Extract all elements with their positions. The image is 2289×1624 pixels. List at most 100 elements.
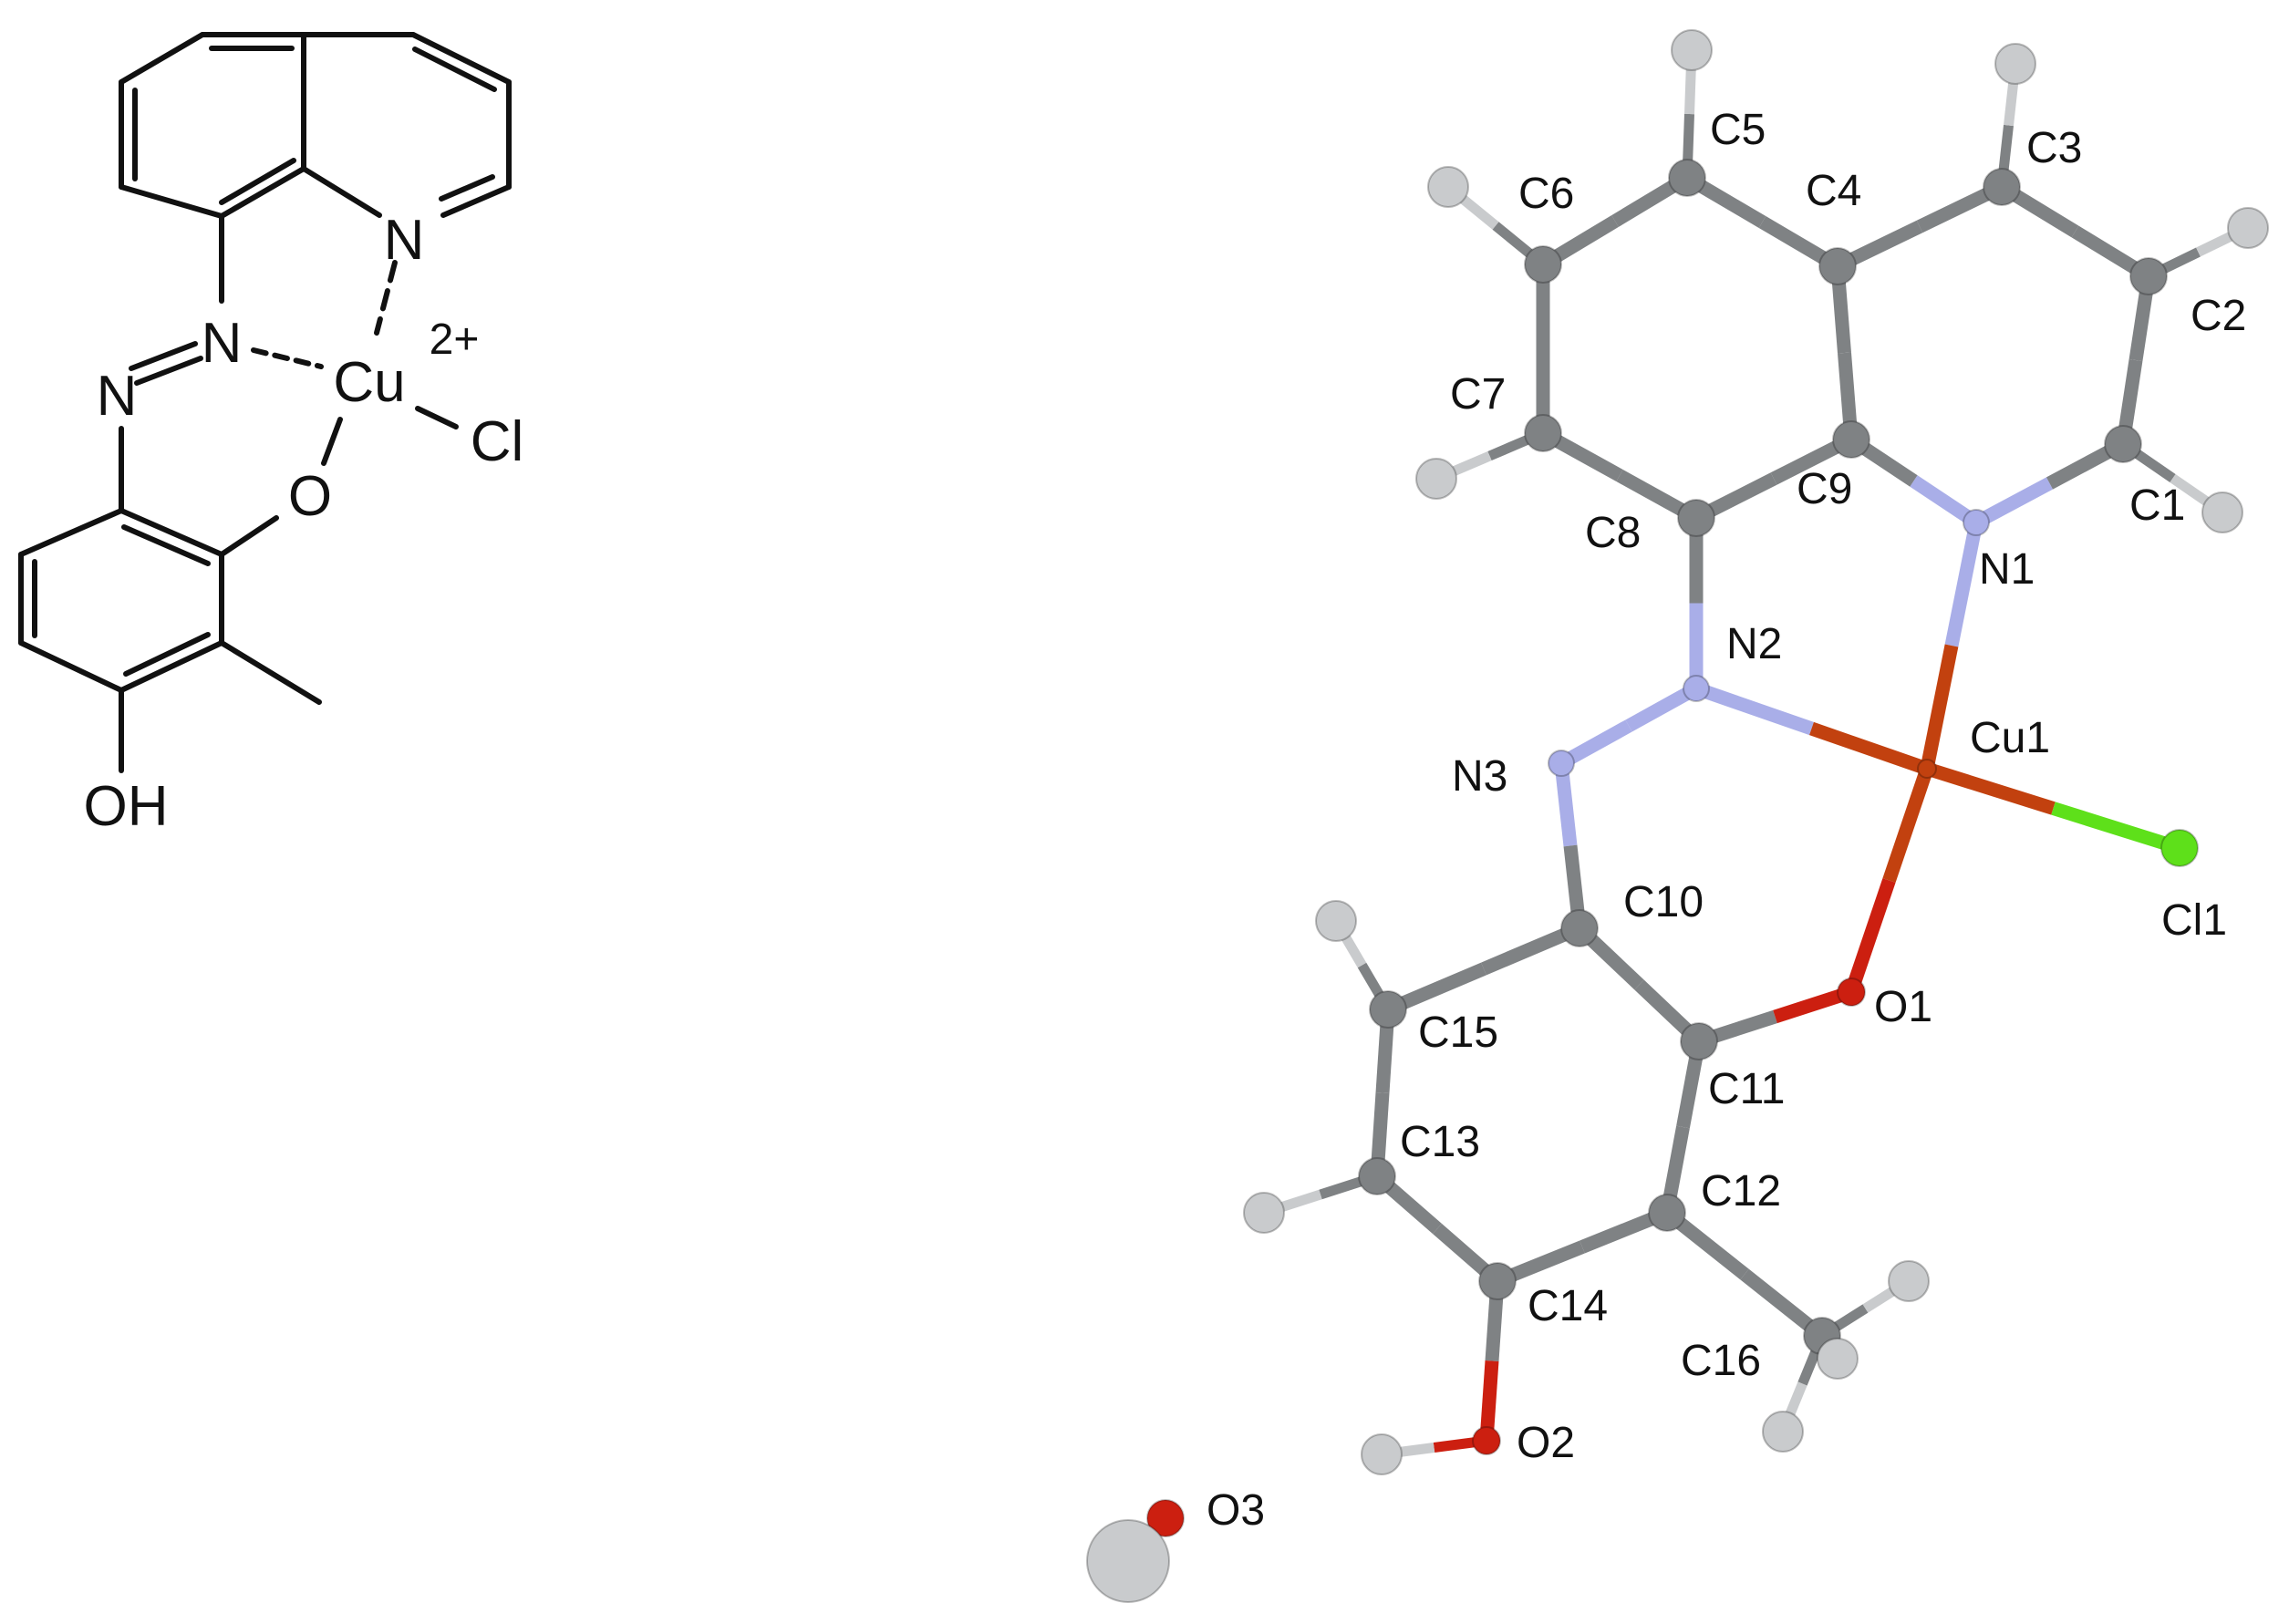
skel-label-o: O (288, 465, 332, 528)
skel-bond (134, 356, 203, 386)
skel-bond (18, 508, 124, 557)
label-c2: C2 (2191, 292, 2246, 340)
skel-double-bond (412, 47, 497, 92)
atom-n1 (1963, 509, 1990, 536)
label-c14: C14 (1528, 1282, 1608, 1330)
skel-bond (119, 640, 224, 693)
skel-bond (415, 406, 459, 429)
atom-cl1 (2160, 829, 2199, 867)
label-c16: C16 (1681, 1337, 1761, 1385)
label-c8: C8 (1585, 509, 1641, 557)
label-c1: C1 (2129, 481, 2185, 530)
label-c12: C12 (1701, 1167, 1781, 1215)
atom-c8 (1677, 499, 1715, 537)
label-o3: O3 (1207, 1486, 1265, 1535)
label-c10: C10 (1623, 878, 1704, 926)
bond-n3-c10 (1554, 762, 1578, 847)
atom-o2 (1472, 1426, 1501, 1455)
atom-n3 (1548, 750, 1575, 777)
skel-label-n-ring: N (384, 209, 425, 272)
crystal-structure: C1C2C3C4C5C6C7C8C9C10C11C12C13C14C15C16N… (1086, 29, 2269, 1603)
atom-h1 (2201, 491, 2243, 533)
label-c7: C7 (1450, 370, 1506, 419)
atom-h16a (1888, 1260, 1930, 1302)
atom-h16c (1762, 1411, 1804, 1453)
atom-c4 (1818, 247, 1857, 285)
skel-coordination-bond (374, 260, 398, 336)
skel-bond (440, 184, 512, 218)
label-o2: O2 (1517, 1419, 1575, 1467)
label-c4: C4 (1806, 167, 1861, 215)
label-c5: C5 (1710, 106, 1766, 154)
atom-h7 (1415, 458, 1457, 500)
skel-label-oh: OH (84, 775, 169, 838)
label-n1: N1 (1979, 545, 2035, 594)
atom-c12 (1648, 1194, 1686, 1232)
atom-h5 (1671, 29, 1713, 71)
bond-cu1-cl1 (1924, 761, 2056, 815)
atom-c5 (1668, 159, 1706, 197)
skel-label-cl: Cl (471, 410, 524, 473)
label-n2: N2 (1726, 620, 1782, 668)
atom-h3 (1994, 43, 2036, 85)
skel-label-cu: Cu (333, 351, 405, 414)
bond-n2-cu1 (1809, 721, 1930, 776)
skel-bond (219, 166, 306, 219)
label-c11: C11 (1708, 1065, 1786, 1113)
skel-bond (18, 640, 124, 693)
atom-c1 (2104, 425, 2142, 463)
skel-coordination-bond (251, 347, 324, 369)
atom-c10 (1560, 909, 1599, 947)
skel-bond (321, 417, 343, 466)
atom-h16b (1817, 1338, 1859, 1380)
atom-c3 (1983, 168, 2021, 206)
label-c13: C13 (1400, 1118, 1480, 1166)
skel-label-n-azo: N (202, 312, 243, 375)
bond-cu1-o1 (1844, 878, 1896, 995)
bond-n2-cu1 (1693, 681, 1814, 736)
bond-n2-n3 (1625, 682, 1700, 732)
skel-double-bond (439, 174, 495, 202)
label-cu1: Cu1 (1970, 714, 2050, 762)
atom-c14 (1478, 1262, 1517, 1300)
skel-double-bond (123, 632, 211, 677)
atom-h2 (2227, 207, 2269, 249)
skel-bond (219, 640, 322, 705)
skel-double-bond (121, 524, 211, 566)
skel-bond (301, 166, 382, 218)
label-n3: N3 (1452, 752, 1507, 801)
atom-n2 (1683, 675, 1710, 702)
label-c15: C15 (1418, 1009, 1498, 1057)
skel-bond (219, 515, 279, 557)
skel-double-bond (129, 341, 198, 371)
atom-h13 (1243, 1192, 1285, 1234)
atom-c2 (2129, 257, 2168, 295)
label-o1: O1 (1874, 983, 1932, 1031)
skel-bond (119, 508, 224, 557)
skeletal-formula (18, 32, 512, 773)
bond-n1-cu1 (1944, 521, 1983, 647)
atom-h2o (1361, 1433, 1403, 1475)
atom-c9 (1832, 420, 1870, 459)
atom-c7 (1524, 414, 1562, 452)
atom-water-hydrogen (1086, 1519, 1170, 1603)
label-c6: C6 (1518, 170, 1574, 218)
bond-n2-n3 (1558, 719, 1632, 770)
bond-n1-c1 (1973, 477, 2054, 529)
label-cl1: Cl1 (2161, 896, 2227, 945)
atom-c15 (1369, 990, 1407, 1029)
atom-c6 (1524, 245, 1562, 284)
atom-labels: C1C2C3C4C5C6C7C8C9C10C11C12C13C14C15C16N… (1207, 106, 2246, 1535)
skel-bond (119, 32, 205, 85)
skel-label-charge: 2+ (430, 315, 480, 364)
atom-h15 (1315, 900, 1357, 942)
bond-cu1-o1 (1882, 766, 1934, 883)
bond-cu1-cl1 (2051, 802, 2182, 855)
bond-n1-cu1 (1920, 644, 1959, 771)
skel-label-n-azo-2: N (97, 365, 138, 428)
label-c3: C3 (2026, 124, 2082, 172)
atom-cu1 (1917, 759, 1937, 779)
atom-c11 (1680, 1022, 1718, 1060)
